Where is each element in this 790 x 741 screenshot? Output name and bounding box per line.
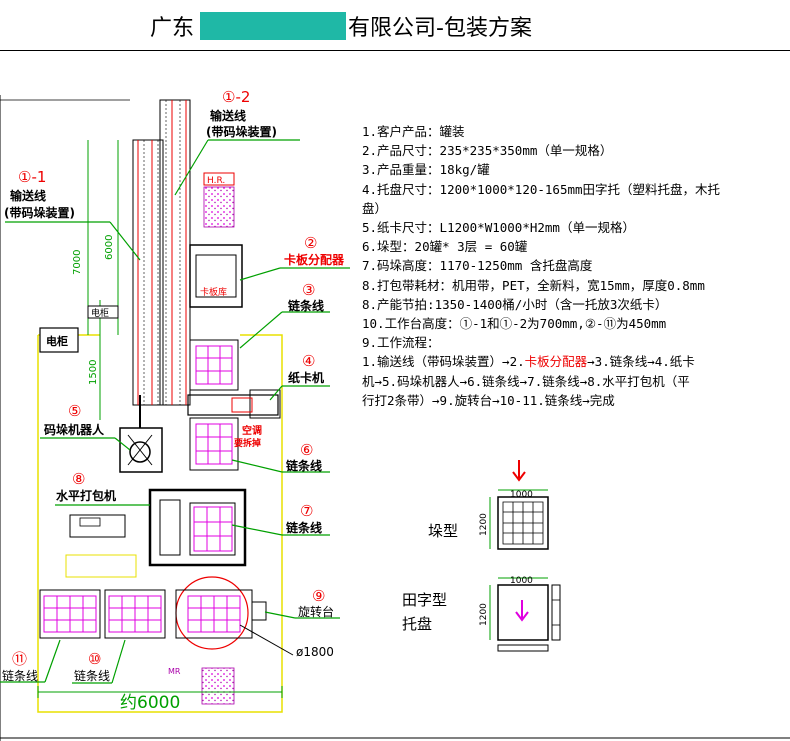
dim-7000: 7000	[72, 250, 83, 275]
callout-6-label: 链条线	[286, 458, 322, 473]
hr-box	[203, 172, 235, 186]
conveyor-1-2	[159, 99, 191, 406]
company-title-prefix: 广东	[150, 16, 195, 41]
pallet-type-label-a: 田字型	[402, 591, 447, 609]
pallet-dim-1200: 1200	[479, 603, 489, 626]
callout-11-label: 链条线	[2, 668, 38, 683]
spare-note: 空调	[242, 424, 262, 437]
callout-10-num: ⑩	[88, 650, 101, 668]
callout-9-num: ⑨	[312, 587, 325, 605]
spec-line-8a: 8.打包带耗材：机用带，PET，全新料，宽15mm，厚度0.8mm	[362, 277, 705, 293]
callout-3-label: 链条线	[288, 298, 324, 313]
spec-list: 1.客户产品：罐装 2.产品尺寸：235*235*350mm（单一规格） 3.产…	[362, 122, 782, 410]
spec-line-6: 6.垛型：20罐* 3层 = 60罐	[362, 239, 528, 255]
spec-line-4a: 4.托盘尺寸：1200*1000*120-165mm田字托（塑料托盘，木托	[362, 181, 721, 197]
chain-line-11	[39, 589, 101, 639]
electrical-cabinet-label: 电柜	[46, 334, 68, 348]
spec-line-4b: 盘）	[362, 200, 388, 216]
rotating-table	[175, 576, 267, 650]
approx-6000-label: 约6000	[120, 693, 180, 713]
palletizing-robot	[119, 395, 163, 473]
electrical-cabinet-small	[87, 305, 119, 319]
flow-1-post: →3.链条线→4.纸卡	[587, 354, 695, 370]
yellow-label-box	[65, 554, 137, 578]
callout-1-1-num: ①-1	[18, 168, 46, 186]
spec-line-3: 3.产品重量：18kg/罐	[362, 162, 490, 178]
header-bar: 广东 有限公司-包装方案	[0, 0, 790, 51]
pallet-type-label-b: 托盘	[402, 615, 432, 633]
callout-4-label: 纸卡机	[288, 370, 324, 385]
stack-type-label: 垛型	[428, 522, 458, 540]
spec-line-9: 9.工作流程：	[362, 335, 440, 351]
electrical-cabinet	[39, 327, 79, 353]
diameter-label: ø1800	[296, 645, 334, 659]
stack-dim-1000: 1000	[510, 490, 533, 500]
mr-dotted-area	[201, 667, 235, 705]
stack-pattern-drawing	[489, 460, 549, 550]
callout-1-2-label-b: (带码垛装置)	[206, 124, 277, 139]
flow-line-1: 1.输送线（带码垛装置）→2.卡板分配器→3.链条线→4.纸卡	[362, 352, 782, 371]
callout-11-num: ⑪	[12, 650, 27, 668]
stack-dim-1200: 1200	[479, 513, 489, 536]
callout-1-2-label-a: 输送线	[210, 108, 246, 123]
spec-line-7: 7.码垛高度：1170-1250mm 含托盘高度	[362, 258, 593, 274]
company-title-suffix: 有限公司-包装方案	[348, 16, 532, 41]
callout-1-1-label-b: (带码垛装置)	[4, 205, 75, 220]
flow-1-red: 卡板分配器	[524, 354, 588, 370]
electrical-small-label: 电柜	[91, 307, 109, 319]
callout-3-num: ③	[302, 281, 315, 299]
dim-1500: 1500	[88, 360, 99, 385]
pallet-dim-1000: 1000	[510, 576, 533, 586]
flow-1-pre: 1.输送线（带码垛装置）→2.	[362, 354, 525, 370]
pallet-dispenser: 卡板库	[189, 244, 243, 308]
callout-10-label: 链条线	[74, 668, 110, 683]
spec-line-8b: 8.产能节拍:1350-1400桶/小时（含一托放3次纸卡）	[362, 296, 668, 312]
callout-5-num: ⑤	[68, 402, 81, 420]
callout-1-2-num: ①-2	[222, 88, 250, 106]
chain-line-10	[104, 589, 166, 639]
spec-line-1: 1.客户产品：罐装	[362, 124, 465, 139]
callout-1-1-label-a: 输送线	[10, 188, 46, 203]
callout-4-num: ④	[302, 352, 315, 370]
conveyor-1-1	[132, 139, 164, 406]
spec-line-5: 5.纸卡尺寸：L1200*W1000*H2mm（单一规格）	[362, 220, 635, 236]
callout-7-num: ⑦	[300, 502, 313, 520]
callout-7-label: 链条线	[286, 520, 322, 535]
callout-6-num: ⑥	[300, 441, 313, 459]
callout-2-label: 卡板分配器	[284, 252, 345, 267]
callout-2-num: ②	[304, 234, 317, 252]
hr-label: H.R.	[207, 176, 225, 186]
spec-line-2: 2.产品尺寸：235*235*350mm（单一规格）	[362, 143, 613, 159]
redacted-company-name	[200, 12, 346, 40]
spare-note-2: 要拆掉	[234, 437, 261, 449]
mr-label: MR	[168, 667, 181, 676]
chain-line-6	[189, 417, 239, 471]
dim-6000: 6000	[104, 235, 115, 260]
pallet-store-label: 卡板库	[200, 286, 227, 298]
callout-5-label: 码垛机器人	[44, 422, 105, 437]
chain-line-3	[189, 339, 239, 391]
callout-8-label: 水平打包机	[56, 488, 116, 503]
flow-line-3: 行打2条带）→9.旋转台→10-11.链条线→完成	[362, 392, 615, 408]
callout-9-label: 旋转台	[298, 604, 334, 619]
flow-line-2: 机→5.码垛机器人→6.链条线→7.链条线→8.水平打包机（平	[362, 373, 690, 389]
pallet-drawing	[489, 577, 561, 652]
callout-8-num: ⑧	[72, 470, 85, 488]
hr-dotted-area	[203, 186, 235, 228]
spec-line-10: 10.工作台高度：①-1和①-2为700mm,②-⑪为450mm	[362, 316, 667, 332]
paper-card-machine	[187, 389, 281, 419]
